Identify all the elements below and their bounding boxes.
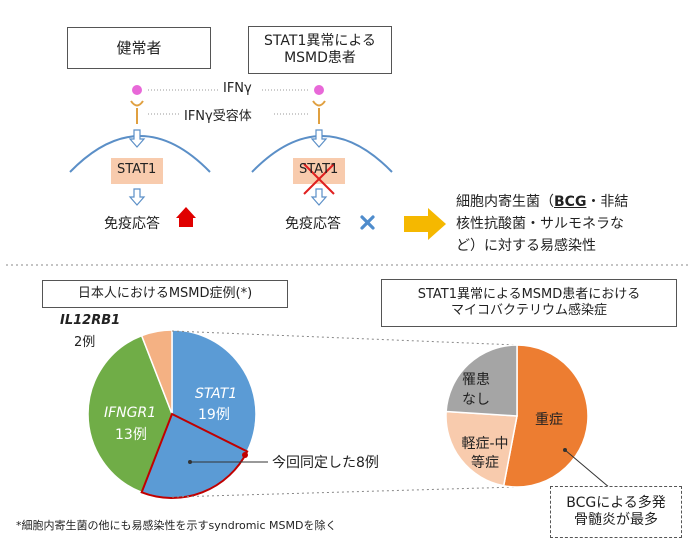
- immune-label-patient: 免疫応答: [285, 216, 341, 232]
- ifng-dot-healthy: [132, 85, 142, 95]
- bcg-callout-box: BCGによる多発 骨髄炎が最多: [550, 486, 682, 538]
- patient-label-line2: MSMD患者: [284, 50, 356, 66]
- pie-chart-japan: [87, 329, 257, 499]
- receptor-icon-healthy: [130, 100, 144, 124]
- pie-slice-il12rb1: [140, 329, 173, 415]
- pie-slice-none: [445, 344, 518, 417]
- healthy-label: 健常者: [116, 38, 162, 57]
- result-arrow-icon: [404, 208, 446, 240]
- cross-icon-blue: [360, 215, 375, 230]
- mild-label: 軽症-中等症: [461, 436, 509, 471]
- result-text: 細胞内寄生菌（BCG・非結 核性抗酸菌・サルモネラな ど）に対する易感染性: [456, 194, 629, 254]
- severe-label: 重症: [535, 412, 563, 428]
- receptor-label: IFNγ受容体: [184, 109, 252, 124]
- right-callout-line: [564, 449, 611, 489]
- ifngr1-slice-label: IFNGR1: [104, 405, 157, 421]
- ifng-label: IFNγ: [223, 81, 252, 96]
- stat1-slice-count: 19例: [198, 407, 230, 423]
- ifngr1-slice-count: 13例: [115, 427, 147, 443]
- japan-cases-title: 日本人におけるMSMD症例(*): [42, 280, 288, 308]
- arrow-down-icon: [128, 129, 328, 206]
- highlight-marker: [242, 452, 248, 458]
- patient-box: STAT1異常による MSMD患者: [248, 26, 392, 74]
- infection-title: STAT1異常によるMSMD患者における マイコバクテリウム感染症: [381, 279, 677, 327]
- ifng-dot-patient: [314, 85, 324, 95]
- pie-slice-mild: [445, 410, 518, 487]
- callout-dot: [188, 460, 192, 464]
- stat1-label-healthy: STAT1: [117, 162, 157, 177]
- cross-icon-red: [303, 163, 335, 195]
- pie-slice-ifngr1: [87, 334, 173, 494]
- immune-label-healthy: 免疫応答: [104, 216, 160, 232]
- patient-label-line1: STAT1異常による: [264, 32, 376, 49]
- callout-label: 今回同定した8例: [272, 455, 379, 471]
- il12rb1-label: IL12RB1: [60, 313, 121, 328]
- highlight-wedge: [140, 412, 249, 499]
- footnote: *細胞内寄生菌の他にも易感染性を示すsyndromic MSMDを除く: [16, 519, 337, 532]
- healthy-box: 健常者: [67, 27, 211, 69]
- arrow-up-icon: [176, 207, 196, 227]
- il12rb1-count: 2例: [74, 335, 96, 350]
- receptor-icon-patient: [312, 100, 326, 124]
- stat1-slice-label: STAT1: [195, 386, 238, 402]
- bcg-highlight: BCG: [554, 194, 587, 210]
- none-label: 罹患なし: [462, 372, 490, 408]
- stat1-box-healthy: [111, 158, 163, 184]
- stat1-label-patient: STAT1: [299, 162, 339, 177]
